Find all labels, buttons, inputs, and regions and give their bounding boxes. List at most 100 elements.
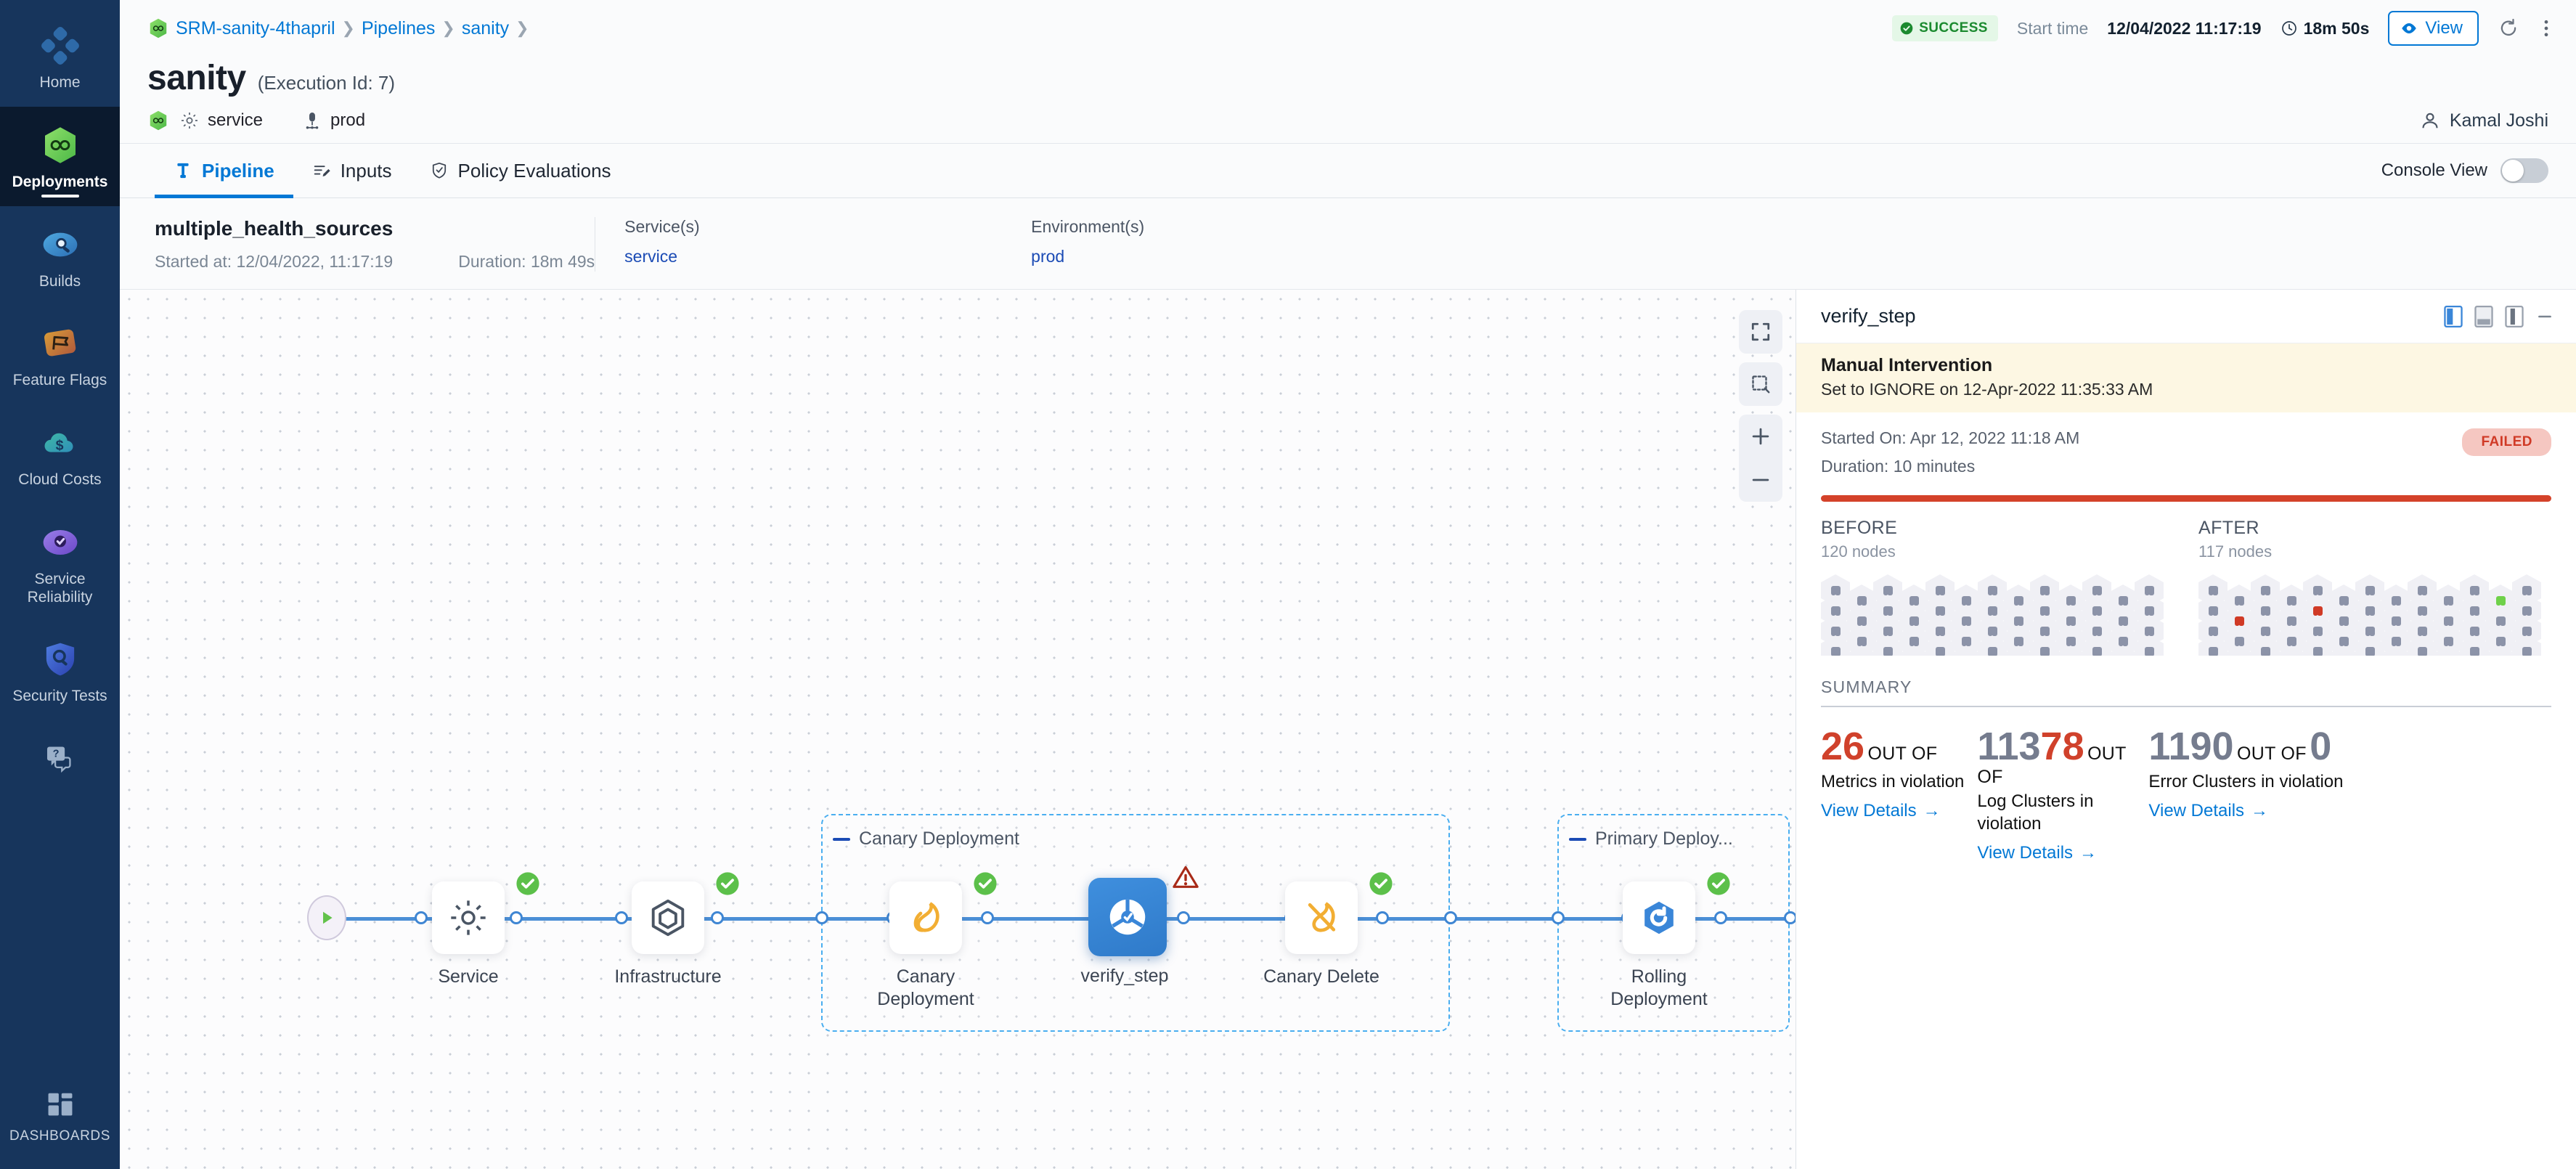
breadcrumb-item-pipelines[interactable]: Pipelines xyxy=(361,17,436,38)
detail-panel-view-controls xyxy=(2444,305,2554,327)
check-circle-icon xyxy=(1899,21,1914,36)
node-hex-dot xyxy=(2039,606,2050,616)
node-hex-dot xyxy=(2469,606,2479,616)
execution-info-left: multiple_health_sources Started at: 12/0… xyxy=(155,217,595,272)
status-badge-label: SUCCESS xyxy=(1919,20,1988,36)
summary-item-error-clusters: 1190 OUT OF 0 Error Clusters in violatio… xyxy=(2148,725,2343,863)
sidebar-item-security-tests[interactable]: Security Tests xyxy=(0,621,120,720)
select-area-icon[interactable] xyxy=(1739,362,1782,406)
node-box[interactable] xyxy=(632,881,704,954)
summary-view-details-link[interactable]: View Details → xyxy=(1821,801,1964,821)
stage-group-label-wrap: Primary Deploy... xyxy=(1569,828,1733,850)
sidebar-item-label: Builds xyxy=(38,272,81,290)
graph-node-canary-delete[interactable]: Canary Delete xyxy=(1263,872,1393,988)
node-hex-dot xyxy=(2312,585,2323,595)
collapse-icon[interactable] xyxy=(1569,837,1586,841)
node-hex-dot xyxy=(1856,636,1867,646)
cloud-costs-icon: $ xyxy=(3,420,117,465)
stage-group-label: Primary Deploy... xyxy=(1595,828,1733,849)
console-view-toggle[interactable] xyxy=(2500,158,2548,183)
more-vertical-icon[interactable] xyxy=(2538,17,2554,39)
node-port xyxy=(615,911,628,924)
started-on: Started On: Apr 12, 2022 11:18 AM xyxy=(1821,428,2080,447)
node-hex-dot xyxy=(1883,626,1893,636)
services-value[interactable]: service xyxy=(624,247,678,266)
sidebar-item-home[interactable]: Home xyxy=(0,7,120,107)
node-hex-dot xyxy=(2339,616,2349,626)
before-hex-grid xyxy=(1821,574,2174,656)
arrow-right-icon: → xyxy=(2079,843,2098,863)
summary-value: 26 xyxy=(1821,725,1865,768)
infrastructure-hex-icon xyxy=(647,897,689,939)
summary-metric-numbers: 26 OUT OF xyxy=(1821,725,1964,768)
graph-node-infrastructure[interactable]: Infrastructure xyxy=(614,872,739,988)
summary-view-details-link[interactable]: View Details → xyxy=(1977,843,2135,863)
duration-value: 18m 50s xyxy=(2303,18,2370,38)
node-hex-dot xyxy=(1935,585,1945,595)
tab-label: Policy Evaluations xyxy=(457,159,611,182)
node-box[interactable] xyxy=(1623,881,1695,954)
user-name: Kamal Joshi xyxy=(2449,110,2548,131)
view-button[interactable]: View xyxy=(2388,11,2479,46)
sidebar-item-help[interactable]: ? xyxy=(0,720,120,802)
gear-icon xyxy=(179,110,200,131)
refresh-icon[interactable] xyxy=(2498,17,2519,39)
node-hex-dot xyxy=(1830,585,1841,595)
sidebar-item-feature-flags[interactable]: Feature Flags xyxy=(0,305,120,404)
sidebar-item-cloud-costs[interactable]: $ Cloud Costs xyxy=(0,404,120,504)
pipeline-graph-canvas[interactable]: Canary Deployment Primary Deploy... xyxy=(120,290,1796,1169)
node-box[interactable] xyxy=(889,881,962,954)
after-hex-grid xyxy=(2198,574,2551,656)
breadcrumb-item-sanity[interactable]: sanity xyxy=(461,17,510,38)
panel-bottom-view-icon[interactable] xyxy=(2474,305,2493,327)
panel-right-view-icon[interactable] xyxy=(2505,305,2524,327)
node-hex-dot xyxy=(1883,646,1893,656)
node-hex-dot xyxy=(1909,636,1919,646)
status-badge: SUCCESS xyxy=(1892,15,1998,41)
sidebar-item-deployments[interactable]: Deployments xyxy=(0,106,120,206)
summary-item-metrics: 26 OUT OF Metrics in violation View Deta… xyxy=(1821,725,1964,863)
collapse-icon[interactable] xyxy=(833,837,850,841)
sidebar-item-dashboards[interactable]: DASHBOARDS xyxy=(0,1070,120,1169)
zoom-out-icon[interactable] xyxy=(1739,458,1782,502)
tab-inputs[interactable]: Inputs xyxy=(293,144,411,197)
dashboards-icon xyxy=(3,1086,117,1123)
sidebar-item-service-reliability[interactable]: Service Reliability xyxy=(0,504,120,622)
summary-section: SUMMARY 26 OUT OF Metrics in violation V… xyxy=(1796,656,2576,863)
node-port xyxy=(1714,911,1727,924)
pipeline-start-node[interactable] xyxy=(307,895,346,940)
sidebar-item-builds[interactable]: Builds xyxy=(0,206,120,306)
minimize-icon[interactable] xyxy=(2535,307,2554,326)
node-hex-dot xyxy=(2522,626,2532,636)
tab-pipeline[interactable]: Pipeline xyxy=(155,144,293,198)
main-column: SRM-sanity-4thapril ❯ Pipelines ❯ sanity… xyxy=(120,0,2576,1169)
node-box[interactable] xyxy=(432,881,505,954)
node-box[interactable] xyxy=(1285,881,1358,954)
execution-name: multiple_health_sources xyxy=(155,217,394,240)
graph-node-service[interactable]: Service xyxy=(432,872,539,988)
node-hex-dot xyxy=(1856,595,1867,606)
graph-node-verify-step[interactable]: verify_step xyxy=(1081,865,1199,987)
summary-view-details-link[interactable]: View Details → xyxy=(2148,801,2343,821)
node-hex-dot xyxy=(2365,626,2375,636)
fit-to-screen-icon[interactable] xyxy=(1739,310,1782,354)
node-hex-dot xyxy=(2417,585,2427,595)
node-status-success-icon xyxy=(1369,871,1393,900)
node-box[interactable] xyxy=(1088,878,1167,956)
summary-value: 0 xyxy=(2310,725,2332,768)
stage-group-label-wrap: Canary Deployment xyxy=(833,828,1019,850)
user-chip[interactable]: Kamal Joshi xyxy=(2419,110,2548,131)
node-hex-dot xyxy=(2417,646,2427,656)
tab-policy-evaluations[interactable]: Policy Evaluations xyxy=(411,144,630,197)
graph-node-rolling-deployment[interactable]: Rolling Deployment xyxy=(1610,872,1730,1010)
graph-node-canary-deployment[interactable]: Canary Deployment xyxy=(877,872,997,1010)
environments-value[interactable]: prod xyxy=(1031,247,1065,266)
node-hex-dot xyxy=(1987,606,1997,616)
services-column: Service(s) service xyxy=(624,217,1031,266)
node-hex-dot xyxy=(2013,636,2023,646)
node-hex-dot xyxy=(1830,626,1841,636)
panel-left-view-icon[interactable] xyxy=(2444,305,2463,327)
breadcrumb-item-project[interactable]: SRM-sanity-4thapril xyxy=(176,17,335,38)
zoom-in-icon[interactable] xyxy=(1739,415,1782,458)
node-hex-dot xyxy=(2443,616,2453,626)
